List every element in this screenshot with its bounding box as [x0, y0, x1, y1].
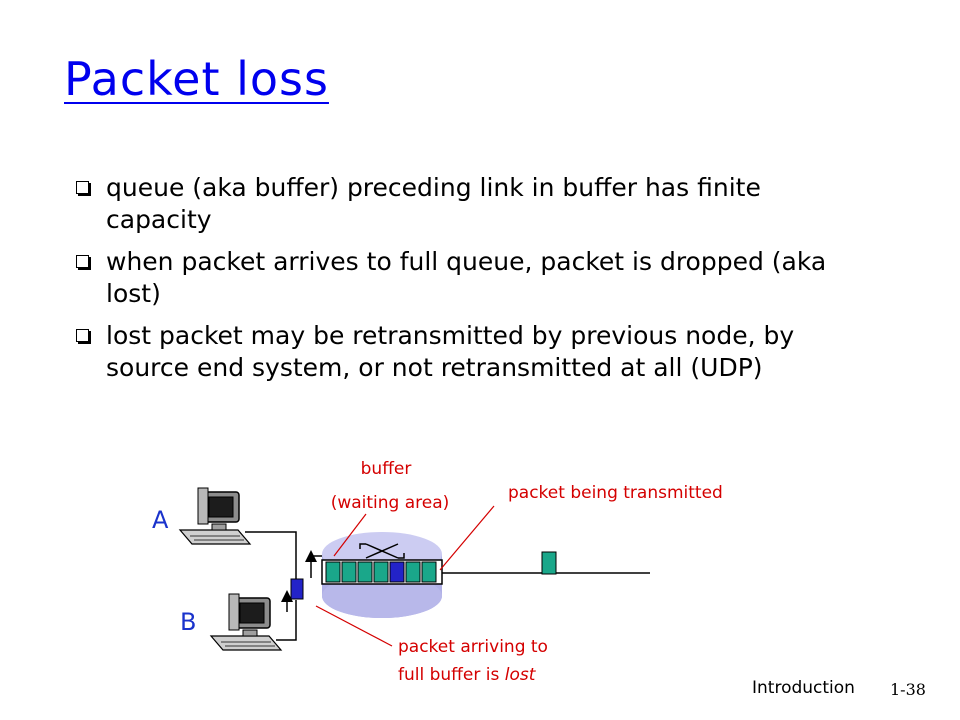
transmitted-packet: [541, 551, 557, 575]
link-a: [245, 531, 297, 580]
slide-title: Packet loss: [64, 52, 329, 106]
footer-page-number: 1-38: [890, 680, 926, 699]
square-bullet-icon: [76, 329, 89, 342]
buffer-queue: [321, 559, 443, 585]
host-a-label: A: [152, 506, 169, 534]
host-b-computer-icon: [209, 593, 283, 651]
square-bullet-icon: [76, 255, 89, 268]
lost-label-prefix: full buffer is: [398, 665, 505, 685]
arriving-lost-packet: [290, 578, 304, 600]
buffer-label-line2: (waiting area): [331, 493, 450, 513]
host-a-computer-icon: [178, 487, 252, 545]
bullet-text: lost packet may be retransmitted by prev…: [106, 321, 795, 382]
square-bullet-icon: [76, 181, 89, 194]
lost-label-line1: packet arriving to: [398, 637, 548, 657]
host-b-label: B: [180, 608, 196, 636]
bullet-item: lost packet may be retransmitted by prev…: [72, 320, 852, 384]
bullet-text: queue (aka buffer) preceding link in buf…: [106, 173, 761, 234]
transmitting-pointer-line: [439, 505, 495, 571]
buffer-label-line1: buffer: [361, 459, 412, 479]
buffer-pointer-line: [333, 513, 367, 557]
lost-label-line2: full buffer is lost: [398, 665, 537, 685]
bullet-item: queue (aka buffer) preceding link in buf…: [72, 172, 852, 236]
bullet-text: when packet arrives to full queue, packe…: [106, 247, 827, 308]
lost-label-emphasis: lost: [505, 665, 537, 685]
lost-pointer-line: [315, 605, 393, 647]
link-b: [276, 600, 297, 641]
bullet-list: queue (aka buffer) preceding link in buf…: [72, 172, 852, 394]
transmitting-label: packet being transmitted: [508, 483, 723, 503]
bullet-item: when packet arrives to full queue, packe…: [72, 246, 852, 310]
footer-section: Introduction: [752, 678, 855, 698]
